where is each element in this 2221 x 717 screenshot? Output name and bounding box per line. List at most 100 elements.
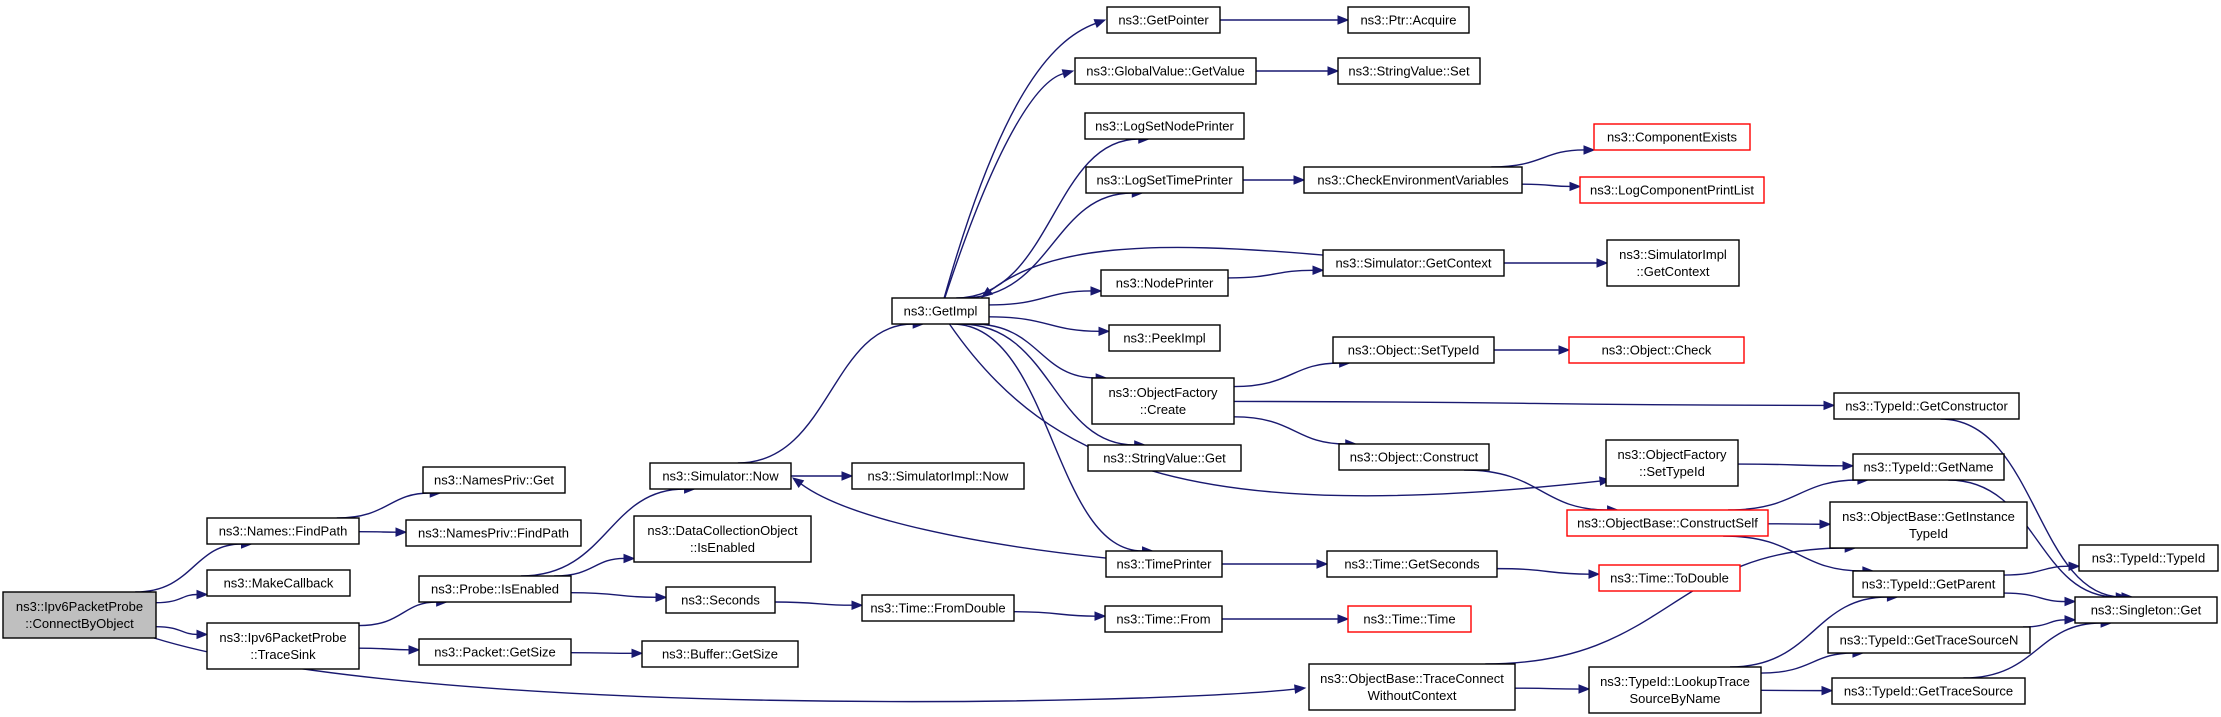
edge-tlookup-to-tgetparent [1729,596,1888,668]
edge-obtraceconnect-to-tlookup [1514,687,1580,690]
node-label: ns3::LogSetNodePrinter [1095,119,1234,134]
node-gvgetvalue[interactable]: ns3::GlobalValue::GetValue [1074,57,1257,85]
node-label: ns3::Ipv6PacketProbe [219,630,346,645]
node-label: ns3::Simulator::GetContext [1335,256,1491,271]
node-timeprinter[interactable]: ns3::TimePrinter [1105,550,1223,578]
edge-getimpl-to-timeprinter [951,323,1143,552]
node-box [1606,239,1740,287]
node-box [1100,269,1229,297]
node-componentexists[interactable]: ns3::ComponentExists [1593,123,1751,151]
node-objconstruct[interactable]: ns3::Object::Construct [1338,443,1490,471]
edge-timeprinter-to-simnow [800,483,1107,559]
node-label: ns3::Seconds [681,593,760,608]
node-pktgetsize[interactable]: ns3::Packet::GetSize [418,638,572,666]
edge-ofsettypeid-to-tgetname [1737,463,1844,467]
node-svset[interactable]: ns3::StringValue::Set [1337,57,1481,85]
node-checkenv[interactable]: ns3::CheckEnvironmentVariables [1303,166,1523,194]
arrowhead-probeenabled-to-dcoenabled [623,553,636,564]
arrowhead-simgetcontext-to-getimpl [980,286,994,298]
node-timefrom[interactable]: ns3::Time::From [1104,605,1223,633]
arrowhead-timeprinter-to-timegetseconds [1316,559,1329,569]
node-simimplnow[interactable]: ns3::SimulatorImpl::Now [851,462,1025,490]
arrowhead-tlookup-to-tgettracesource [1821,685,1834,696]
node-bufgetsize[interactable]: ns3::Buffer::GetSize [641,640,799,668]
arrowhead-tracesink-to-pktgetsize [408,645,421,655]
node-label: ns3::LogSetTimePrinter [1096,173,1233,188]
node-root[interactable]: ns3::Ipv6PacketProbe::ConnectByObject [2,591,157,639]
arrowhead-tgettracesourcen-to-singletonget [2064,615,2077,625]
node-tgettracesourcen[interactable]: ns3::TypeId::GetTraceSourceN [1827,626,2031,654]
node-tgettracesource[interactable]: ns3::TypeId::GetTraceSource [1831,677,2026,705]
node-label: ns3::NamesPriv::Get [434,473,554,488]
node-getpointer[interactable]: ns3::GetPointer [1106,6,1221,34]
edge-tgetparent-to-singletonget [2003,592,2066,603]
arrowhead-ofsettypeid-to-tgetname [1842,461,1855,471]
node-box [1332,336,1495,364]
node-npfindpath[interactable]: ns3::NamesPriv::FindPath [405,519,582,547]
arrowhead-probeenabled-to-seconds [655,592,668,603]
node-ofsettypeid[interactable]: ns3::ObjectFactory::SetTypeId [1605,439,1739,487]
node-label: ns3::ObjectBase::GetInstance [1842,509,2015,524]
node-objsettypeid[interactable]: ns3::Object::SetTypeId [1332,336,1495,364]
node-box [422,466,566,494]
node-box [1568,336,1745,364]
node-label: ns3::Buffer::GetSize [662,647,778,662]
node-box [2,591,157,639]
node-getimpl[interactable]: ns3::GetImpl [891,297,990,325]
node-label: ns3::Packet::GetSize [434,645,555,660]
node-box [1566,509,1769,537]
node-fromdouble[interactable]: ns3::Time::FromDouble [861,594,1015,622]
node-timegetseconds[interactable]: ns3::Time::GetSeconds [1326,550,1498,578]
node-makecallback[interactable]: ns3::MakeCallback [206,569,351,597]
arrowhead-checkenv-to-componentexists [1583,145,1596,155]
node-simnow[interactable]: ns3::Simulator::Now [649,462,792,490]
node-logsetnode[interactable]: ns3::LogSetNodePrinter [1084,112,1245,140]
node-box [665,586,776,614]
edge-obconstructself-to-tgetname [1728,479,1858,511]
node-findpath[interactable]: ns3::Names::FindPath [206,517,360,545]
node-label: ns3::Object::SetTypeId [1348,343,1480,358]
node-svget[interactable]: ns3::StringValue::Get [1087,444,1242,472]
node-ofcreate[interactable]: ns3::ObjectFactory::Create [1091,377,1235,425]
node-logcomplist[interactable]: ns3::LogComponentPrintList [1579,176,1765,204]
node-obconstructself[interactable]: ns3::ObjectBase::ConstructSelf [1566,509,1769,537]
node-label: ns3::ComponentExists [1607,130,1738,145]
node-tgetparent[interactable]: ns3::TypeId::GetParent [1852,570,2005,598]
arrowhead-tgetparent-to-ttypeid [2068,561,2081,571]
node-label: ns3::DataCollectionObject [647,523,798,538]
node-npget[interactable]: ns3::NamesPriv::Get [422,466,566,494]
arrowhead-obtraceconnect-to-tlookup [1578,684,1591,694]
node-probeenabled[interactable]: ns3::Probe::IsEnabled [418,575,572,603]
edge-nodeprinter-to-simgetcontext [1227,269,1314,279]
edge-getimpl-to-logsettime [962,192,1133,299]
node-box [1084,112,1245,140]
node-label: ::SetTypeId [1639,464,1705,479]
edge-tgetconstructor-to-singletonget [1940,418,2123,598]
node-logsettime[interactable]: ns3::LogSetTimePrinter [1085,166,1244,194]
node-nodeprinter[interactable]: ns3::NodePrinter [1100,269,1229,297]
node-timetodouble[interactable]: ns3::Time::ToDouble [1598,564,1741,592]
node-label: ns3::Object::Check [1602,343,1712,358]
arrowhead-fromdouble-to-timefrom [1094,611,1107,621]
node-ptracquire[interactable]: ns3::Ptr::Acquire [1347,6,1470,34]
node-singletonget[interactable]: ns3::Singleton::Get [2074,596,2218,624]
node-simgetcontext[interactable]: ns3::Simulator::GetContext [1322,249,1505,277]
node-peekimpl[interactable]: ns3::PeekImpl [1108,324,1221,352]
node-tgetname[interactable]: ns3::TypeId::GetName [1852,453,2005,481]
node-tgetconstructor[interactable]: ns3::TypeId::GetConstructor [1833,392,2020,420]
node-label: ns3::ObjectFactory [1108,385,1218,400]
node-simimplctx[interactable]: ns3::SimulatorImpl::GetContext [1606,239,1740,287]
arrowhead-simgetcontext-to-simimplctx [1596,258,1609,268]
node-tracesink[interactable]: ns3::Ipv6PacketProbe::TraceSink [206,622,360,670]
node-box [2074,596,2218,624]
node-timetime[interactable]: ns3::Time::Time [1347,605,1472,633]
node-label: ns3::GetPointer [1118,13,1209,28]
node-dcoenabled[interactable]: ns3::DataCollectionObject::IsEnabled [633,515,812,563]
edge-getimpl-to-peekimpl [988,316,1100,333]
node-seconds[interactable]: ns3::Seconds [665,586,776,614]
node-ttypeid[interactable]: ns3::TypeId::TypeId [2078,544,2219,572]
node-obtraceconnect[interactable]: ns3::ObjectBase::TraceConnectWithoutCont… [1308,663,1516,711]
node-objcheck[interactable]: ns3::Object::Check [1568,336,1745,364]
